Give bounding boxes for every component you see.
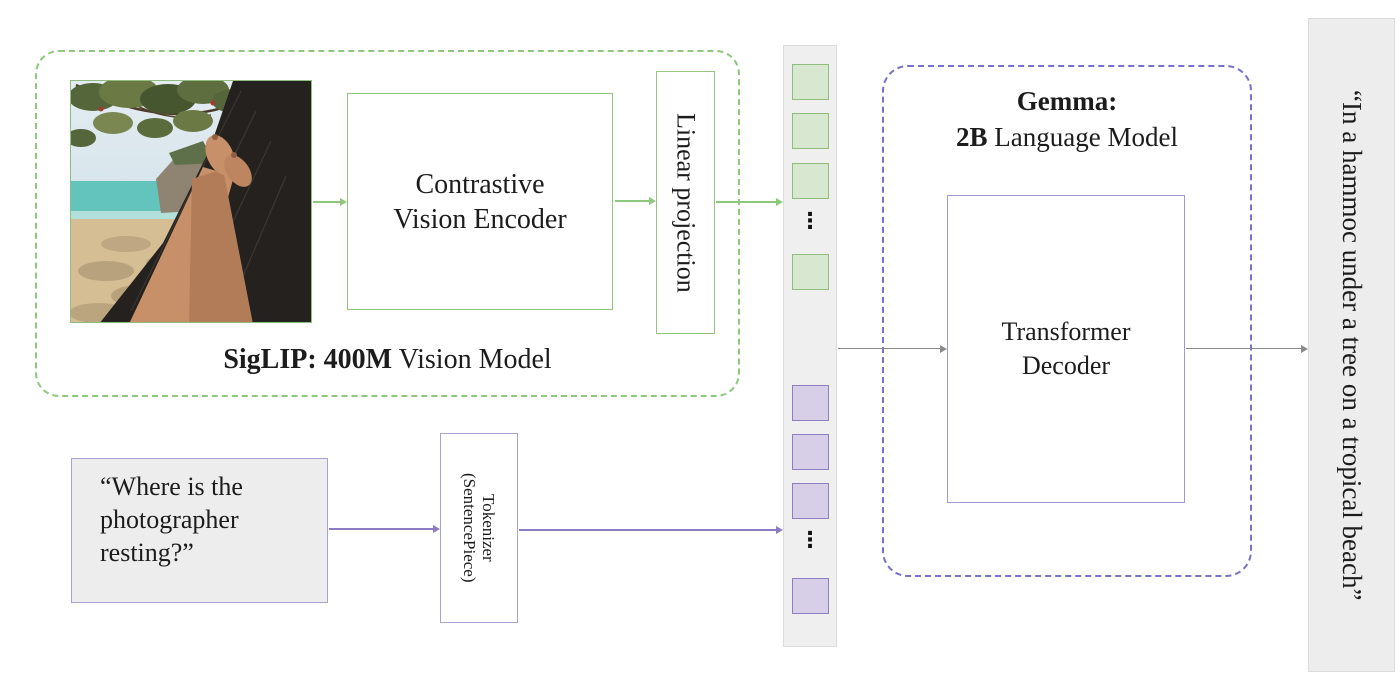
gemma-size-rest: Language Model [987,122,1178,152]
siglip-group-box [35,50,740,397]
gemma-group-box [882,65,1252,577]
siglip-caption-regular: Vision Model [392,344,552,375]
tokenizer-label-line2: (SentencePiece) [460,473,479,583]
linear-projection-box: Linear projection [656,71,715,334]
arrow-tokens-to-decoder [838,348,941,349]
tokenizer-box: Tokenizer (SentencePiece) [440,433,518,623]
gemma-title-line1: Gemma: [1016,86,1118,116]
image-token [792,254,829,290]
siglip-caption: SigLIP: 400M Vision Model [35,344,740,376]
image-token [792,113,829,149]
arrow-question-to-tokenizer [329,528,434,530]
image-tokens-ellipsis: ⋮ [799,209,821,234]
decoder-label-line2: Decoder [1021,351,1111,380]
text-token [792,483,829,519]
beach-photo-art [71,81,311,322]
question-line1: “Where is the [100,472,243,501]
linear-projection-label: Linear projection [671,112,701,293]
arrow-tokenizer-to-tokens [519,529,777,531]
question-line2: photographer [100,505,239,534]
encoder-label-line1: Contrastive [415,168,545,200]
gemma-title-line2: 2B Language Model [882,119,1252,155]
text-token [792,434,829,470]
text-tokens-ellipsis: ⋮ [799,528,821,553]
output-text-bar: “In a hammoc under a tree on a tropical … [1308,18,1395,672]
transformer-decoder-box: Transformer Decoder [947,195,1185,503]
contrastive-vision-encoder-box: Contrastive Vision Encoder [347,93,613,310]
encoder-label-line2: Vision Encoder [393,203,567,235]
image-token [792,64,829,100]
arrow-image-to-encoder [313,201,341,203]
text-token [792,578,829,614]
output-caption: “In a hammoc under a tree on a tropical … [1337,89,1367,601]
text-token [792,385,829,421]
image-token [792,163,829,199]
arrow-decoder-to-output [1186,348,1302,349]
question-box: “Where is the photographer resting?” [71,458,328,603]
gemma-title: Gemma: 2B Language Model [882,83,1252,155]
siglip-caption-bold: SigLIP: 400M [223,344,393,375]
gemma-size: 2B [956,122,988,152]
beach-photo [70,80,312,323]
token-strip: ⋮ ⋮ [783,45,837,647]
arrow-encoder-to-projection [615,200,650,202]
question-line3: resting?” [100,538,194,567]
tokenizer-label-line1: Tokenizer [479,494,498,562]
decoder-label-line1: Transformer [1001,317,1131,346]
arrow-projection-to-tokens [716,201,777,203]
